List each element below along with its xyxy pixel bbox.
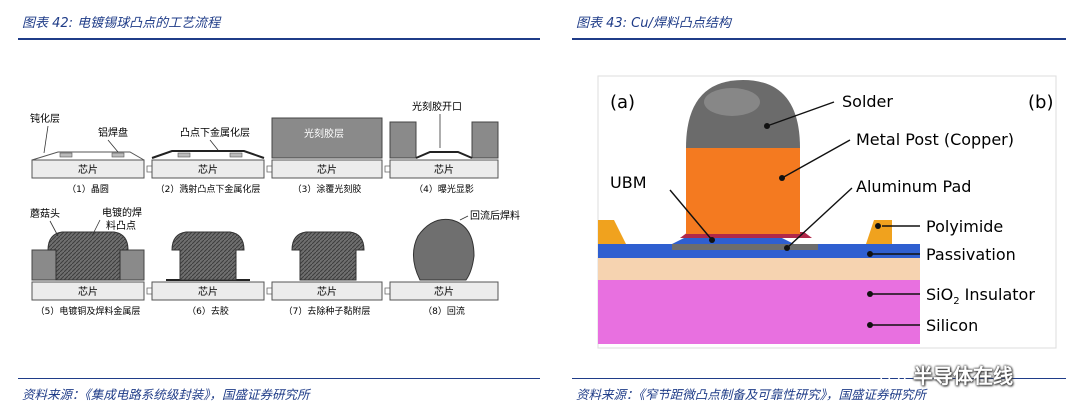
title-rule — [572, 38, 1066, 40]
step-3-caption: （3）涂覆光刻胶 — [293, 183, 362, 195]
chip-label: 芯片 — [434, 163, 454, 176]
left-figure-panel: 图表 42: 电镀锡球凸点的工艺流程 芯片 钝化层 铝焊盘 （1）晶圆 — [18, 16, 540, 402]
al-pad-callout: 铝焊盘 — [98, 126, 128, 139]
reflowed-callout: 回流后焊料 — [470, 209, 520, 222]
step-8-caption: （8）回流 — [423, 305, 465, 317]
polyimide-left — [598, 220, 626, 244]
solder-label: Solder — [842, 92, 893, 111]
source-rule — [18, 378, 540, 379]
figure-42-source: 资料来源：《集成电路系统级封装》，国盛证券研究所 — [22, 387, 310, 402]
watermark: 半导体在线 — [880, 360, 1013, 389]
figure-43-title: 图表 43: Cu/焊料凸点结构 — [576, 16, 731, 31]
metal-post-label: Metal Post (Copper) — [856, 130, 1014, 149]
chip-label: 芯片 — [434, 285, 454, 298]
figure-43-source: 资料来源：《窄节距微凸点制备及可靠性研究》，国盛证券研究所 — [576, 387, 927, 402]
plated-bump-callout-1: 电镀的焊 — [102, 206, 142, 219]
chip-label: 芯片 — [78, 285, 98, 298]
mushroom-callout: 蘑菇头 — [30, 207, 60, 220]
photoresist-callout: 光刻胶层 — [304, 127, 344, 140]
step-4-expose-develop: 芯片 光刻胶开口 （4）曝光显影 — [389, 100, 499, 195]
step-7-caption: （7）去除种子黏附层 — [284, 305, 371, 317]
bump-process-diagram: 芯片 钝化层 铝焊盘 （1）晶圆 芯片 凸点下金属化层 （2）溅射凸点下金属化层… — [30, 100, 520, 317]
step-2-caption: （2）溅射凸点下金属化层 — [156, 183, 261, 195]
chip-label: 芯片 — [198, 285, 218, 298]
step-6-caption: （6）去胶 — [187, 305, 229, 317]
ubm-label: UBM — [610, 173, 647, 192]
step-8-reflow: 芯片 回流后焊料 （8）回流 — [389, 209, 520, 317]
panel-a-label: (a) — [610, 92, 635, 113]
step-6-strip-resist: 芯片 （6）去胶 — [151, 231, 265, 317]
sio2-layer — [598, 258, 920, 280]
opening-callout: 光刻胶开口 — [412, 100, 462, 113]
chip-label: 芯片 — [317, 163, 337, 176]
source-rule — [572, 378, 1066, 379]
plated-bump-callout-2: 料凸点 — [106, 219, 136, 232]
polyimide-label: Polyimide — [926, 217, 1003, 236]
silicon-layer — [598, 280, 920, 344]
step-4-caption: （4）曝光显影 — [414, 183, 474, 195]
chip-label: 芯片 — [198, 163, 218, 176]
wechat-icon — [880, 368, 906, 387]
ubm-callout: 凸点下金属化层 — [180, 126, 250, 139]
figure-42-title: 图表 42: 电镀锡球凸点的工艺流程 — [22, 16, 221, 31]
step-5-plating: 芯片 蘑菇头 电镀的焊 料凸点 （5）电镀铜及焊料金属层 — [30, 206, 145, 317]
cu-solder-bump-diagram: (a) (b) — [597, 75, 1057, 349]
copper-post — [686, 148, 800, 234]
panel-b-label: (b) — [1028, 92, 1053, 113]
aluminum-pad — [672, 244, 818, 250]
silicon-label: Silicon — [926, 316, 978, 335]
step-5-caption: （5）电镀铜及焊料金属层 — [36, 305, 141, 317]
step-1-wafer: 芯片 钝化层 铝焊盘 （1）晶圆 — [30, 112, 145, 195]
step-3-photoresist-coat: 光刻胶层 芯片 （3）涂覆光刻胶 — [271, 117, 383, 195]
step-7-remove-seed: 芯片 （7）去除种子黏附层 — [271, 231, 383, 317]
right-figure-panel: 图表 43: Cu/焊料凸点结构 (a) (b) — [572, 0, 1066, 420]
passivation-label: Passivation — [926, 245, 1016, 264]
step-1-caption: （1）晶圆 — [67, 184, 109, 195]
chip-label: 芯片 — [78, 163, 98, 176]
aluminum-pad-label: Aluminum Pad — [856, 177, 971, 196]
passivation-callout: 钝化层 — [30, 112, 60, 125]
step-2-ubm-sputter: 芯片 凸点下金属化层 （2）溅射凸点下金属化层 — [151, 126, 265, 195]
watermark-text: 半导体在线 — [912, 364, 1013, 388]
sio2-insulator-label: SiO2 Insulator — [926, 285, 1035, 307]
chip-label: 芯片 — [317, 285, 337, 298]
title-rule — [18, 38, 540, 40]
